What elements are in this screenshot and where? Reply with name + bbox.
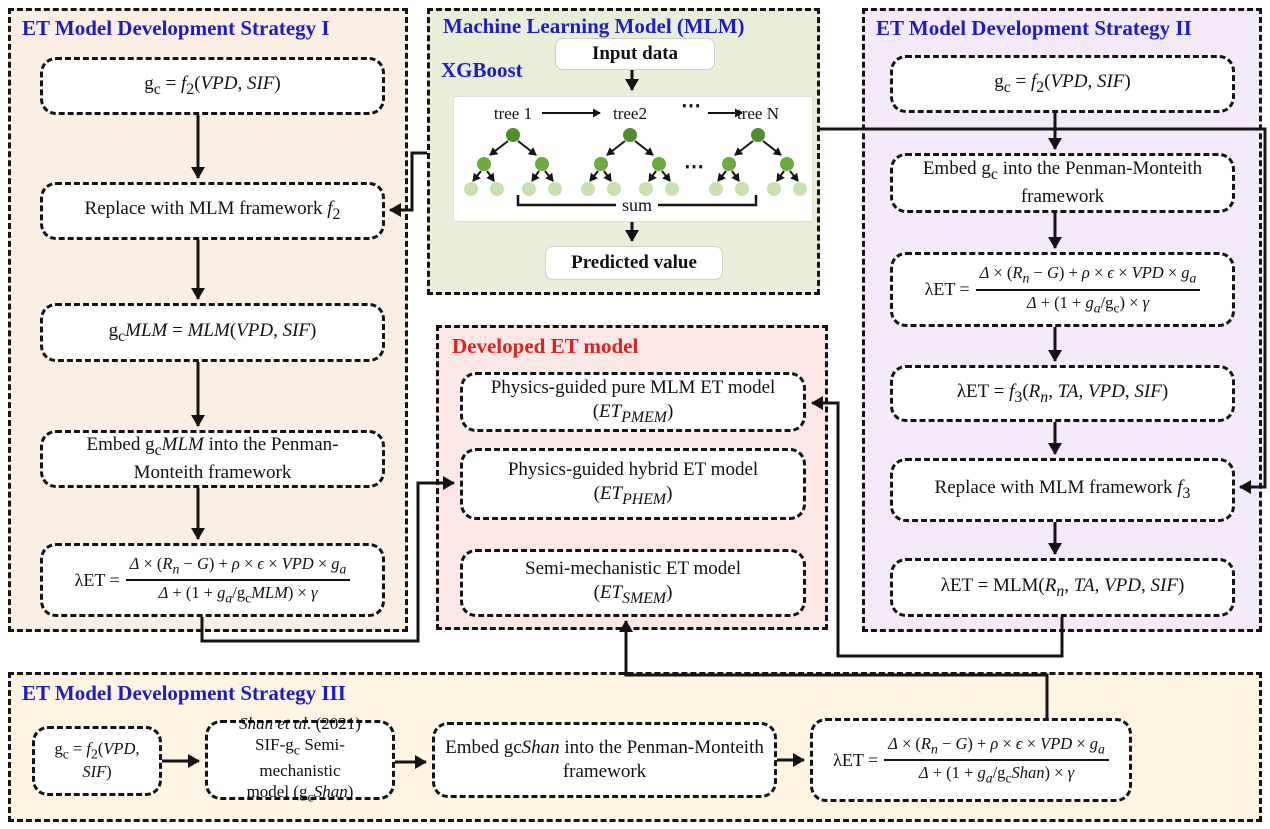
strategy3-box-embed-gcshan: Embed gcShan into the Penman-Monteith fr… (432, 722, 777, 798)
tree-N (709, 128, 807, 196)
strategy1-formula-denominator: Δ + (1 + ga/gcMLM) × γ (158, 583, 318, 606)
strategy3-box-embed-gcshan-text: Embed gcShan into the Penman-Monteith fr… (445, 737, 764, 782)
tree-mid-ellipsis: ⋯ (684, 156, 704, 178)
strategy2-box-embed-gc-text: Embed gc into the Penman-Monteith framew… (922, 158, 1203, 207)
strategy2-box-lambda-et-formula: λET = Δ × (Rn − G) + ρ × ϵ × VPD × ga Δ … (890, 252, 1235, 327)
strategy1-formula-numerator: Δ × (Rn − G) + ρ × ϵ × VPD × ga (125, 554, 351, 581)
strategy1-box-gcmlm: gcMLM = MLM(VPD, SIF) (40, 303, 385, 362)
developed-box-pure-mlm: Physics-guided pure MLM ET model (ETPMEM… (460, 372, 806, 432)
strategy1-box-embed-gcmlm-text: Embed gcMLM into the Penman-Monteith fra… (86, 434, 339, 483)
strategy1-formula-fraction: Δ × (Rn − G) + ρ × ϵ × VPD × ga Δ + (1 +… (125, 554, 351, 607)
tree-1 (464, 128, 562, 196)
mlm-predicted-value-label: Predicted value (571, 252, 697, 273)
connector-mlm-to-strategy2 (820, 127, 1267, 494)
developed-pure-mlm-line1: Physics-guided pure MLM ET model (490, 377, 776, 399)
mlm-predicted-value-box: Predicted value (545, 246, 723, 280)
developed-box-hybrid-text: Physics-guided hybrid ET model (ETPHEM) (508, 458, 758, 509)
strategy3-title: ET Model Development Strategy III (22, 681, 346, 705)
sum-label: sum (622, 195, 652, 215)
developed-box-semi-mechanistic: Semi-mechanistic ET model (ETSMEM) (460, 549, 806, 617)
strategy3-box-gc-f2: gc = f2(VPD, SIF) (32, 726, 162, 796)
mlm-input-data-label: Input data (591, 43, 679, 64)
developed-pure-mlm-line2: (ETPMEM) (592, 401, 674, 426)
strategy1-title: ET Model Development Strategy I (22, 16, 330, 40)
connector-strategy2-to-pure-model (811, 396, 1064, 658)
strategy1-box-embed-gcmlm: Embed gcMLM into the Penman-Monteith fra… (40, 430, 385, 488)
strategy2-box-lambda-et-mlm-text: λET = MLM(Rn, TA, VPD, SIF) (940, 574, 1185, 600)
developed-box-semi-mechanistic-text: Semi-mechanistic ET model (ETSMEM) (525, 557, 741, 608)
tree1-label: tree 1 (494, 104, 532, 123)
strategy3-shan-line3: model (gcShan) (246, 782, 354, 806)
strategy1-box-gc-f2: gc = f2(VPD, SIF) (40, 57, 385, 115)
strategy2-formula-denominator: Δ + (1 + ga/gc) × γ (1026, 292, 1150, 315)
developed-hybrid-line1: Physics-guided hybrid ET model (507, 459, 759, 481)
strategy3-formula-denominator: Δ + (1 + ga/gcShan) × γ (918, 763, 1075, 786)
strategy1-box-replace-mlm-f2-text: Replace with MLM framework f2 (84, 198, 341, 223)
developed-hybrid-line2: (ETPHEM) (593, 483, 673, 508)
tree-row-ellipsis: ⋯ (681, 97, 701, 117)
xgboost-trees-box: tree 1 tree2 tree N ⋯ ⋯ sum (453, 95, 813, 222)
strategy1-box-gc-f2-text: gc = f2(VPD, SIF) (144, 73, 281, 98)
strategy2-box-lambda-et-mlm: λET = MLM(Rn, TA, VPD, SIF) (890, 558, 1235, 617)
mlm-title: Machine Learning Model (MLM) (443, 14, 745, 38)
strategy2-formula-lhs: λET = (924, 279, 970, 300)
strategy3-flow-arrows (162, 753, 805, 769)
developed-semi-line2: (ETSMEM) (593, 582, 673, 607)
connector-strategy3-to-semi-mechanistic-model (619, 620, 1049, 718)
developed-semi-line1: Semi-mechanistic ET model (525, 558, 741, 580)
tree-2 (581, 128, 679, 196)
xgboost-trees-graphic: tree 1 tree2 tree N ⋯ ⋯ sum (454, 95, 812, 215)
strategy1-box-replace-mlm-f2: Replace with MLM framework f2 (40, 182, 385, 240)
strategy3-formula-fraction: Δ × (Rn − G) + ρ × ϵ × VPD × ga Δ + (1 +… (884, 734, 1109, 787)
sum-bracket-right (658, 195, 758, 207)
strategy1-box-lambda-et-formula: λET = Δ × (Rn − G) + ρ × ϵ × VPD × ga Δ … (40, 543, 385, 617)
strategy1-formula-lhs: λET = (74, 569, 120, 590)
developed-box-hybrid: Physics-guided hybrid ET model (ETPHEM) (460, 448, 806, 520)
strategy2-formula-numerator: Δ × (Rn − G) + ρ × ϵ × VPD × ga (975, 263, 1201, 291)
strategy2-box-replace-mlm-f3: Replace with MLM framework f3 (890, 458, 1235, 522)
strategy2-title: ET Model Development Strategy II (876, 16, 1192, 40)
strategy3-box-shan-model: Shan et al. (2021) SIF-gc Semi-mechanist… (205, 714, 395, 806)
strategy2-box-embed-gc: Embed gc into the Penman-Monteith framew… (890, 153, 1235, 213)
strategy3-box-gc-f2-text: gc = f2(VPD, SIF) (54, 738, 140, 782)
connector-mlm-to-strategy1 (389, 151, 427, 217)
developed-title: Developed ET model (452, 334, 639, 358)
xgboost-label: XGBoost (441, 58, 523, 82)
strategy2-box-lambda-et-f3: λET = f3(Rn, TA, VPD, SIF) (890, 365, 1235, 422)
sum-bracket-left (516, 195, 616, 207)
mlm-input-data-box: Input data (555, 38, 715, 70)
tree2-label: tree2 (613, 104, 647, 123)
strategy3-box-lambda-et-formula: λET = Δ × (Rn − G) + ρ × ϵ × VPD × ga Δ … (810, 718, 1132, 802)
strategy1-box-gcmlm-text: gcMLM = MLM(VPD, SIF) (108, 319, 317, 345)
strategy2-box-gc-f2: gc = f2(VPD, SIF) (890, 55, 1235, 113)
connector-strategy1-to-hybrid-model (200, 476, 455, 643)
developed-box-pure-mlm-text: Physics-guided pure MLM ET model (ETPMEM… (491, 376, 776, 427)
strategy3-formula-lhs: λET = (833, 749, 879, 770)
strategy3-formula-numerator: Δ × (Rn − G) + ρ × ϵ × VPD × ga (884, 734, 1109, 761)
strategy3-shan-line1: Shan et al. (2021) (239, 713, 361, 733)
strategy3-shan-line2: SIF-gc Semi-mechanistic (255, 734, 345, 780)
strategy2-formula-fraction: Δ × (Rn − G) + ρ × ϵ × VPD × ga Δ + (1 +… (975, 263, 1201, 316)
strategy2-box-replace-mlm-f3-text: Replace with MLM framework f3 (934, 477, 1191, 502)
strategy3-box-shan-model-text: Shan et al. (2021) SIF-gc Semi-mechanist… (217, 713, 383, 808)
strategy2-box-lambda-et-f3-text: λET = f3(Rn, TA, VPD, SIF) (956, 380, 1169, 406)
treeN-label: tree N (737, 104, 779, 123)
strategy2-box-gc-f2-text: gc = f2(VPD, SIF) (994, 71, 1131, 96)
